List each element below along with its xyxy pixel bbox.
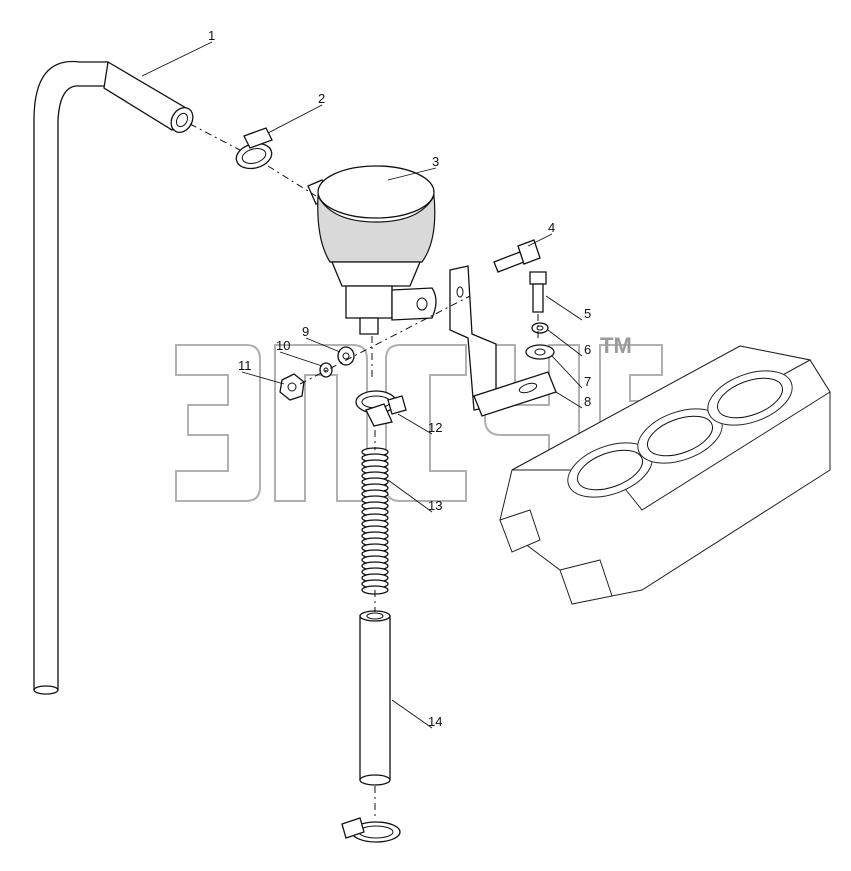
- cylinder-bores: [567, 370, 793, 498]
- callout-number: 5: [584, 306, 591, 321]
- nut-11: [279, 373, 305, 401]
- assembly-axes: [189, 123, 539, 818]
- bolt-5: [529, 271, 547, 313]
- callout-number: 14: [428, 714, 442, 729]
- callout-number: 9: [302, 324, 309, 339]
- breather-tube: [33, 60, 194, 695]
- callout-leader: [305, 337, 341, 353]
- callout-leader: [267, 104, 323, 134]
- callout-leader: [527, 233, 553, 247]
- callout-number: 6: [584, 342, 591, 357]
- callout-leader: [547, 329, 583, 357]
- hose-clamp-upper: [235, 127, 273, 170]
- callout-leader: [241, 371, 285, 385]
- callout-leader: [387, 167, 437, 181]
- engine-block: [499, 345, 831, 605]
- spring: [361, 447, 389, 595]
- callout-number: 13: [428, 498, 442, 513]
- washer-7: [525, 344, 555, 360]
- washer-9: [337, 346, 355, 366]
- callout-leader: [141, 41, 213, 77]
- callout-leader: [279, 351, 323, 367]
- crankcase-breather: [307, 165, 437, 335]
- callout-number: 1: [208, 28, 215, 43]
- callout-leader: [545, 295, 583, 321]
- lower-tube: [359, 610, 391, 786]
- bolt-4: [493, 239, 541, 273]
- hose-clamp-lower: [341, 817, 401, 843]
- callout-number: 4: [548, 220, 555, 235]
- callout-leader: [551, 355, 583, 389]
- callout-leader: [387, 479, 433, 513]
- washer-6: [531, 322, 549, 334]
- watermark-trademark: TM: [600, 333, 632, 358]
- callout-number: 12: [428, 420, 442, 435]
- callout-leader: [555, 391, 583, 409]
- callout-number: 2: [318, 91, 325, 106]
- callout-number: 3: [432, 154, 439, 169]
- callout-number: 8: [584, 394, 591, 409]
- callout-number: 7: [584, 374, 591, 389]
- hose-clamp-middle: [355, 390, 407, 427]
- callout-leader: [391, 699, 433, 729]
- callout-number: 10: [276, 338, 290, 353]
- callout-number: 11: [238, 358, 252, 373]
- callout-leader: [397, 413, 433, 435]
